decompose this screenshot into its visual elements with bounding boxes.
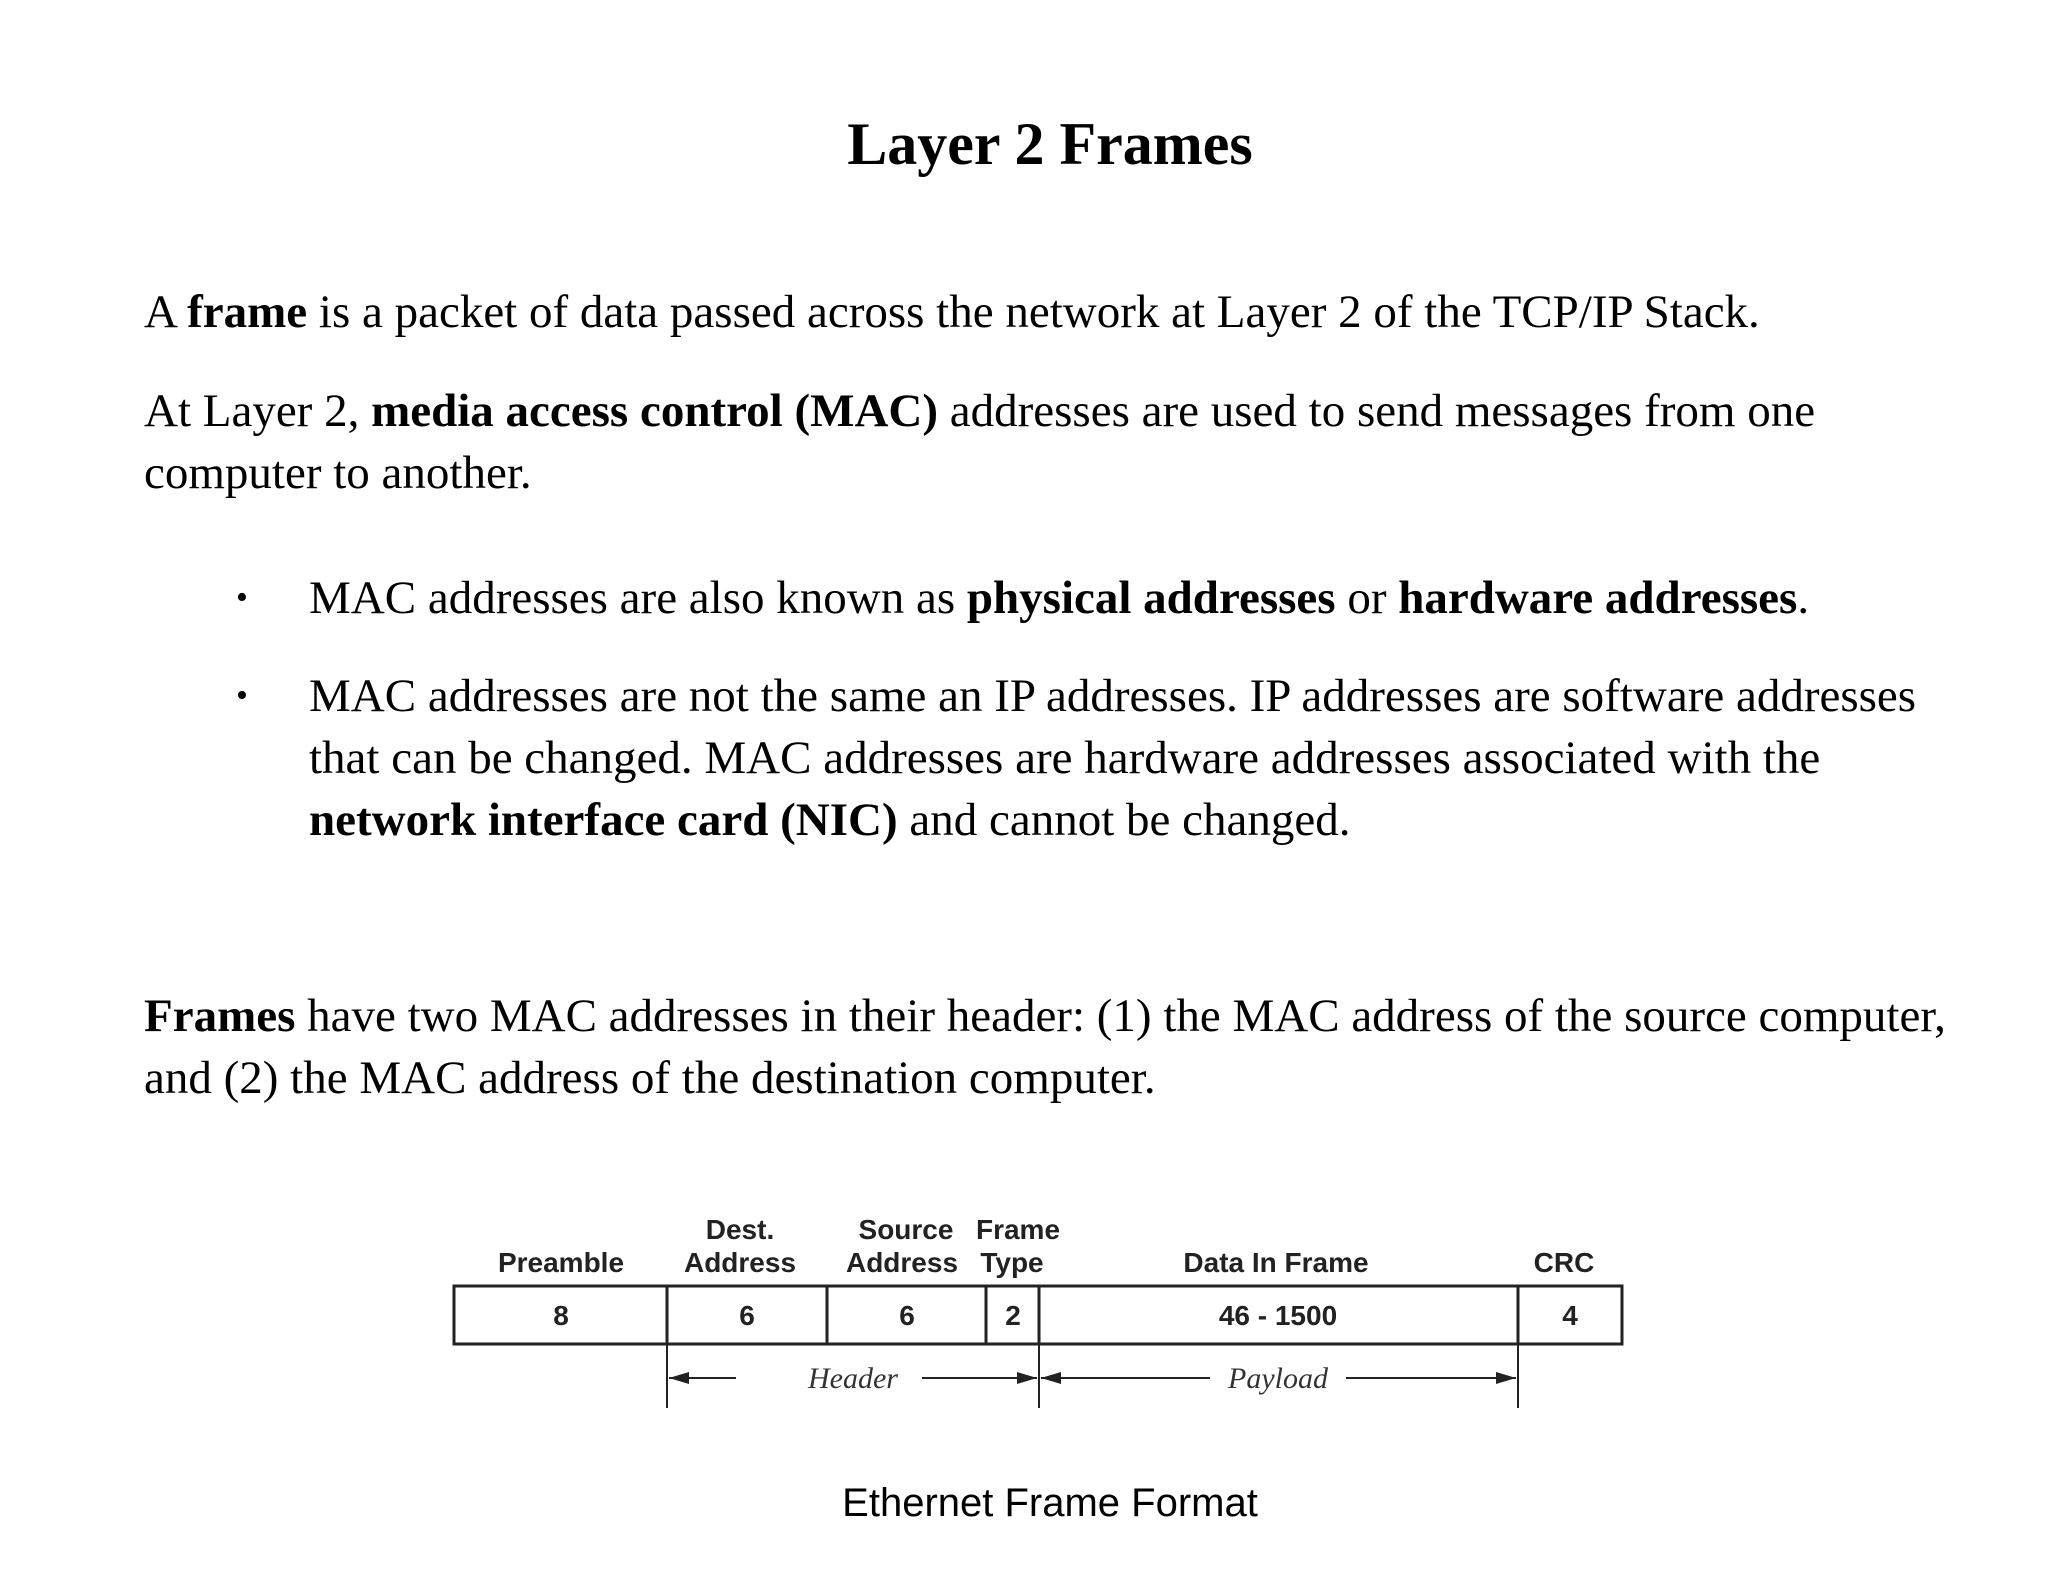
list-item: • MAC addresses are not the same an IP ad… (236, 665, 1926, 851)
data-header: Data In Frame (1183, 1247, 1368, 1278)
text-run: have two MAC addresses in their header: … (144, 990, 1946, 1104)
preamble-header: Preamble (498, 1247, 624, 1278)
arrowhead-icon (1041, 1372, 1061, 1384)
diagram-caption: Ethernet Frame Format (842, 1481, 1258, 1525)
bold-term: hardware addresses (1398, 572, 1798, 624)
frame-definition-paragraph: A frame is a packet of data passed acros… (144, 281, 1964, 343)
bullet-icon: • (236, 579, 248, 616)
bullet-list: • MAC addresses are also known as physica… (236, 567, 1926, 851)
source-value: 6 (899, 1300, 915, 1331)
bold-term: media access control (MAC) (371, 385, 938, 437)
bold-term: Frames (144, 990, 296, 1042)
arrowhead-icon (669, 1372, 689, 1384)
preamble-value: 8 (553, 1300, 569, 1331)
list-item: • MAC addresses are also known as physica… (236, 567, 1926, 629)
data-value: 46 - 1500 (1219, 1300, 1337, 1331)
text-run: is a packet of data passed across the ne… (307, 286, 1760, 338)
header-span-label: Header (807, 1362, 898, 1395)
text-run: MAC addresses are not the same an IP add… (309, 670, 1917, 784)
text-run: or (1335, 572, 1399, 624)
frames-paragraph: Frames have two MAC addresses in their h… (144, 985, 1964, 1109)
frame-diagram-svg: Preamble Dest. Address Source Address Fr… (452, 1214, 1624, 1408)
crc-value: 4 (1562, 1300, 1578, 1331)
text-run: . (1797, 572, 1810, 624)
crc-header: CRC (1534, 1247, 1595, 1278)
mac-paragraph: At Layer 2, media access control (MAC) a… (144, 380, 1964, 504)
page-title: Layer 2 Frames (847, 111, 1253, 177)
arrowhead-icon (1496, 1372, 1516, 1384)
payload-span-label: Payload (1227, 1362, 1329, 1395)
text-run: A (144, 286, 188, 338)
text-run: MAC addresses are also known as (309, 572, 967, 624)
arrowhead-icon (1017, 1372, 1037, 1384)
type-value: 2 (1005, 1300, 1021, 1331)
text-run: and cannot be changed. (897, 794, 1351, 846)
dest-header-line1: Dest. (706, 1214, 774, 1245)
text-run: At Layer 2, (144, 385, 372, 437)
text-run: addresses are used to send messages from… (144, 385, 1816, 499)
bold-term: frame (187, 286, 308, 338)
type-header-line1: Frame (976, 1214, 1060, 1245)
bullet-icon: • (236, 677, 248, 714)
dest-header-line2: Address (684, 1247, 796, 1278)
source-header-line2: Address (846, 1247, 958, 1278)
dest-value: 6 (739, 1300, 755, 1331)
bold-term: network interface card (NIC) (309, 794, 898, 846)
source-header-line1: Source (859, 1214, 954, 1245)
ethernet-frame-diagram: Preamble Dest. Address Source Address Fr… (440, 1200, 1640, 1420)
bold-term: physical addresses (966, 572, 1336, 624)
type-header-line2: Type (980, 1247, 1043, 1278)
